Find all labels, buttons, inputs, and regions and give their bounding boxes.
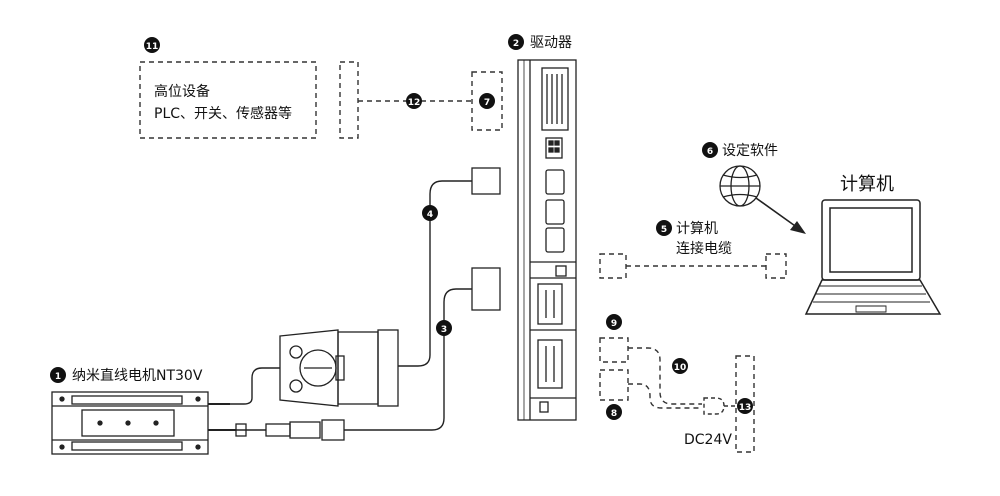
- badge-12: 12: [406, 93, 422, 109]
- badge-10: 10: [672, 358, 688, 374]
- power-supply-13: [735, 355, 755, 453]
- svg-text:13: 13: [739, 403, 752, 413]
- host-connector: [339, 61, 359, 139]
- motor-plug: [232, 419, 345, 441]
- badge-1: 1: [50, 367, 66, 383]
- badge-4: 4: [422, 205, 438, 221]
- badge-6: 6: [702, 142, 718, 158]
- power-connector-9: [599, 337, 629, 363]
- driver-unit: [517, 59, 577, 421]
- globe-icon: [719, 165, 761, 207]
- svg-text:10: 10: [674, 363, 687, 373]
- pc-cable: [599, 253, 787, 279]
- svg-text:12: 12: [408, 98, 421, 108]
- badge-13: 13: [737, 398, 753, 414]
- computer-label: 计算机: [840, 174, 894, 195]
- badge-9: 9: [606, 314, 622, 330]
- laptop-icon: [804, 199, 942, 315]
- host-device-subtitle: PLC、开关、传感器等: [154, 105, 292, 122]
- dsub-connector: [214, 329, 399, 407]
- dc-plug: [703, 397, 725, 415]
- dc-voltage-label: DC24V: [684, 432, 732, 448]
- pc-cable-label-line1: 计算机: [676, 221, 718, 237]
- badge-11: 11: [144, 37, 160, 53]
- cable-3: [344, 288, 472, 431]
- arrow-icon: [755, 197, 806, 234]
- linear-motor: [51, 391, 236, 455]
- svg-text:9: 9: [611, 319, 617, 329]
- svg-text:6: 6: [707, 147, 713, 157]
- svg-text:8: 8: [611, 409, 617, 419]
- software-label: 设定软件: [722, 143, 778, 159]
- io-connector-7: [471, 71, 503, 131]
- pc-cable-label-line2: 连接电缆: [676, 240, 732, 257]
- badge-5: 5: [656, 220, 672, 236]
- driver-label: 驱动器: [530, 35, 572, 51]
- host-device: 高位设备 PLC、开关、传感器等: [139, 61, 317, 139]
- host-device-title: 高位设备: [154, 83, 210, 100]
- power-connector-8: [599, 369, 629, 401]
- badge-8: 8: [606, 404, 622, 420]
- svg-text:7: 7: [484, 98, 490, 108]
- svg-text:5: 5: [661, 225, 667, 235]
- svg-text:1: 1: [55, 372, 61, 382]
- driver-connector-4: [471, 167, 501, 195]
- svg-text:2: 2: [513, 39, 519, 49]
- svg-text:11: 11: [146, 42, 159, 52]
- badge-3: 3: [436, 320, 452, 336]
- badge-2: 2: [508, 34, 524, 50]
- svg-text:3: 3: [441, 325, 447, 335]
- cable-4: [398, 180, 472, 367]
- driver-connector-3: [471, 267, 501, 311]
- badge-7: 7: [479, 93, 495, 109]
- svg-text:4: 4: [427, 210, 433, 220]
- motor-label: 纳米直线电机NT30V: [72, 367, 203, 384]
- power-cable-10: [628, 347, 702, 409]
